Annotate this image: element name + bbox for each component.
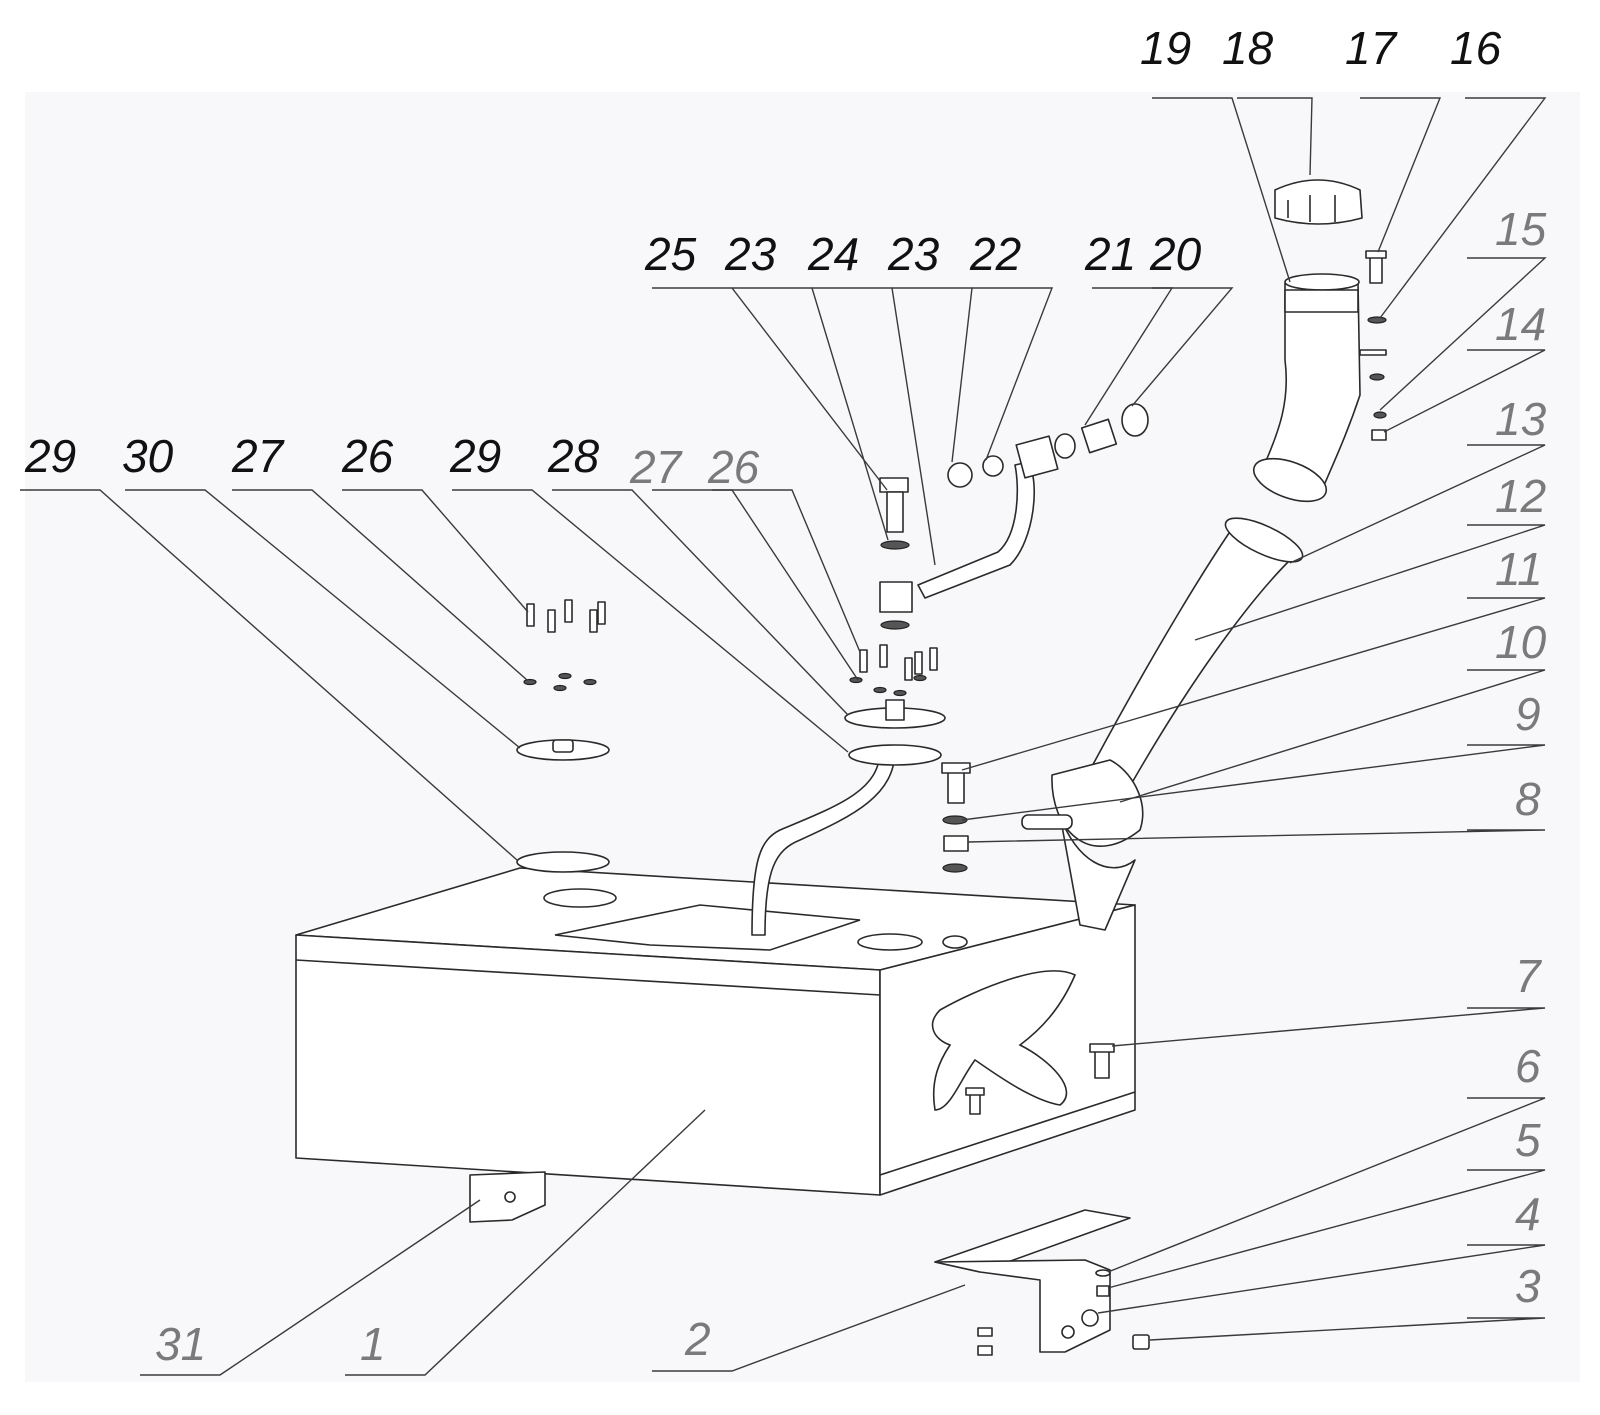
sender-cover-assembly [516, 599, 610, 873]
callout-10: 10 [1495, 616, 1547, 668]
callout-1: 1 [360, 1318, 386, 1370]
callout-25: 25 [644, 228, 697, 280]
callout-24: 24 [807, 228, 859, 280]
callout-19: 19 [1140, 22, 1191, 74]
leader-lines [20, 97, 1547, 1376]
elbow-19 [1252, 273, 1361, 503]
callout-30: 30 [122, 430, 174, 482]
callout-labels: 19 18 17 16 15 14 13 12 11 10 9 8 7 6 5 … [24, 22, 1547, 1370]
callout-23-right: 23 [887, 228, 940, 280]
callout-6: 6 [1515, 1040, 1541, 1092]
callout-16: 16 [1450, 22, 1502, 74]
callout-29-right: 29 [449, 430, 501, 482]
cap-18 [1274, 179, 1363, 225]
callout-7: 7 [1515, 950, 1542, 1002]
callout-20: 20 [1149, 228, 1202, 280]
callout-8: 8 [1515, 773, 1541, 825]
fuel-tank [295, 867, 1136, 1196]
small-parts-14-17 [1359, 250, 1387, 441]
callout-27-left: 27 [231, 430, 285, 482]
callout-18: 18 [1222, 22, 1274, 74]
callout-9: 9 [1515, 688, 1541, 740]
return-pipe-assembly [879, 403, 1149, 630]
fuel-sender-assembly [751, 644, 946, 936]
callout-26-right: 26 [707, 441, 760, 493]
callout-31: 31 [155, 1318, 206, 1370]
callout-29-left: 29 [24, 430, 76, 482]
fasteners-3-7 [965, 1043, 1150, 1350]
callout-14: 14 [1495, 298, 1546, 350]
callout-3: 3 [1515, 1260, 1541, 1312]
callout-21: 21 [1084, 228, 1136, 280]
callout-2: 2 [684, 1313, 711, 1365]
callout-22: 22 [969, 228, 1021, 280]
callout-15: 15 [1495, 203, 1547, 255]
callout-12: 12 [1495, 470, 1546, 522]
callout-4: 4 [1515, 1188, 1541, 1240]
bracket-2 [934, 1209, 1131, 1356]
callout-26-left: 26 [341, 430, 394, 482]
callout-17: 17 [1345, 22, 1398, 74]
callout-5: 5 [1515, 1114, 1541, 1166]
callout-13: 13 [1495, 393, 1547, 445]
callout-27-right: 27 [629, 441, 683, 493]
callout-11: 11 [1495, 543, 1543, 595]
callout-23-left: 23 [724, 228, 777, 280]
bracket-31 [469, 1171, 546, 1223]
callout-28: 28 [547, 430, 600, 482]
